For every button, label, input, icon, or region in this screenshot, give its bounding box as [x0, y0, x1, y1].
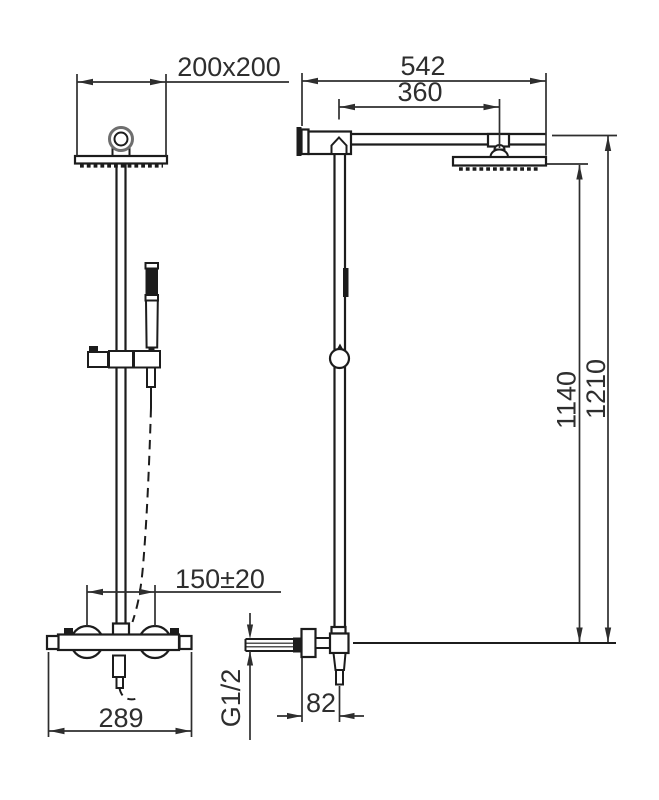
dim-arm-reach: 360 — [338, 77, 501, 148]
mixer-body — [56, 633, 181, 652]
hose-end-dashed — [118, 687, 140, 701]
hand-shower-tip — [148, 347, 155, 353]
mixer-center-connector — [111, 622, 131, 637]
ball-joint-collar — [489, 148, 510, 158]
dim-arm-reach-label: 360 — [397, 77, 442, 107]
dim-head-size: 200x200 — [76, 52, 289, 156]
front-view: 200x200 150±20 289 — [45, 52, 289, 737]
hand-shower-grip — [145, 268, 158, 295]
slider-ring — [328, 347, 351, 370]
dim-mixer-width: 289 — [47, 652, 193, 737]
dim-height-to-head-label: 1140 — [552, 371, 582, 429]
dim-arm-total: 542 — [301, 51, 547, 156]
head-plate — [73, 154, 169, 165]
valve-body — [328, 632, 350, 655]
mixer-valve-front — [45, 622, 193, 701]
overhead-shower-head-front — [73, 126, 169, 168]
mixer-cap-right — [178, 634, 193, 651]
inlet-valve-side — [244, 625, 350, 686]
riser-pipe-side — [333, 154, 347, 627]
dim-height-total: 1210 — [552, 134, 617, 643]
hand-shower — [144, 262, 159, 353]
thread-label: G1/2 — [216, 669, 246, 728]
head-plate-side — [451, 155, 548, 167]
dim-outlet-offset-label: 82 — [306, 688, 336, 718]
mixer-hose-outlet — [112, 654, 126, 678]
thread-callout: G1/2 — [216, 613, 254, 740]
holder-side — [343, 268, 349, 297]
dim-head-size-label: 200x200 — [177, 52, 281, 82]
dim-inlet-spacing: 150±20 — [86, 564, 281, 626]
slider-knob — [89, 346, 98, 353]
shower-hose-dashed — [131, 407, 152, 623]
dim-outlet-offset: 82 — [277, 658, 364, 722]
dim-mixer-width-label: 289 — [98, 703, 143, 733]
wall-flange-bottom — [300, 627, 317, 659]
wall-flange-top — [296, 127, 302, 156]
slider-bracket — [87, 346, 161, 408]
hose-connector — [146, 366, 156, 388]
inlet-seal — [293, 637, 302, 653]
dim-arm-total-label: 542 — [400, 51, 445, 81]
side-view: 542 360 1140 1210 — [216, 51, 617, 740]
ball-joint-inner — [113, 131, 129, 147]
riser-pipe-front — [115, 163, 127, 624]
dim-inlet-spacing-label: 150±20 — [175, 564, 265, 594]
dim-height-to-head: 1140 — [547, 163, 588, 643]
overhead-shower-head-side — [451, 144, 548, 171]
dim-height-total-label: 1210 — [581, 359, 611, 419]
mixer-cap-left — [45, 634, 60, 651]
valve-outlet — [332, 652, 347, 671]
shower-arm — [296, 127, 546, 156]
arm-elbow — [330, 136, 348, 155]
